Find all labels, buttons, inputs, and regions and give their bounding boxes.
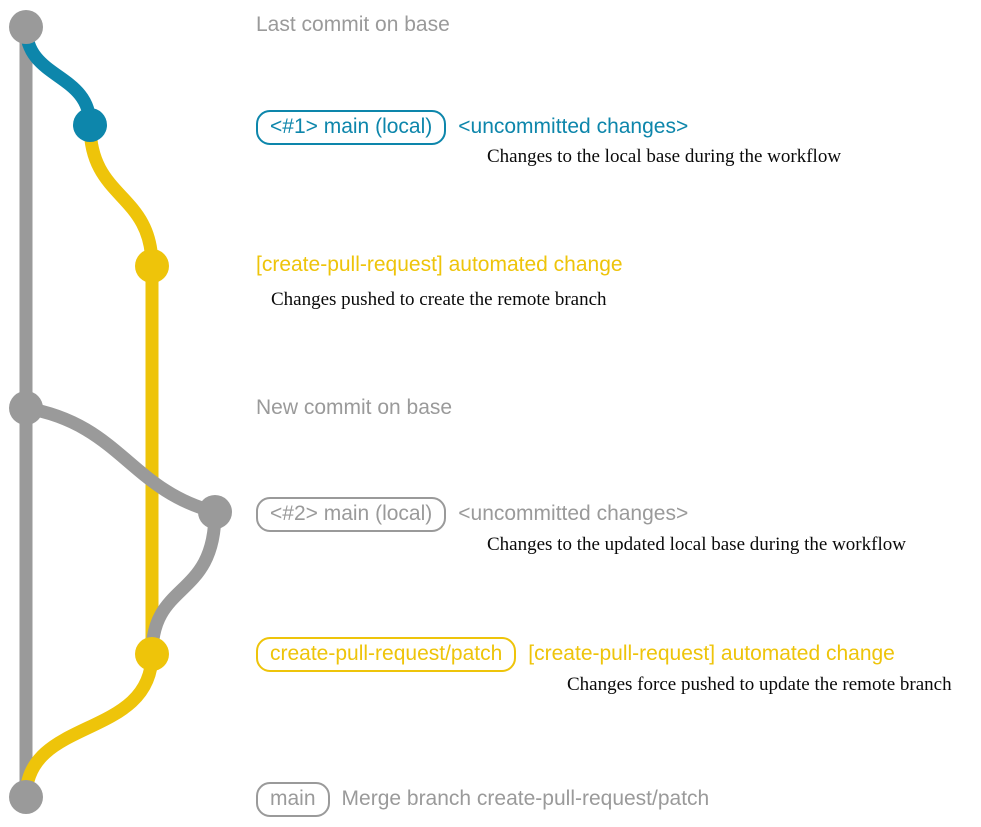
commit-row-merge: main Merge branch create-pull-request/pa…: [256, 782, 709, 817]
node-local-change-1[interactable]: [73, 108, 107, 142]
node-local-change-2[interactable]: [198, 495, 232, 529]
commit-subject: New commit on base: [256, 396, 453, 419]
commit-row-last-commit-on-base: Last commit on base: [256, 14, 450, 36]
node-merge[interactable]: [9, 780, 43, 814]
node-automated-1[interactable]: [135, 249, 169, 283]
branch-badge-main[interactable]: main: [256, 782, 330, 817]
commit-row-local-change-2: <#2> main (local) <uncommitted changes>: [256, 497, 688, 532]
commit-description: Changes to the local base during the wor…: [487, 146, 842, 167]
commit-row-local-change-1: <#1> main (local) <uncommitted changes>: [256, 110, 688, 145]
commit-subject: <uncommitted changes>: [458, 115, 689, 138]
edge-local-1-to-automated-1: [83, 118, 159, 273]
branch-badge-main-local-2[interactable]: <#2> main (local): [256, 497, 447, 532]
branch-badge-main-local-1[interactable]: <#1> main (local): [256, 110, 447, 145]
edge-base-to-local-1: [19, 20, 97, 132]
edge-local-2-to-automated-2: [145, 505, 222, 661]
commit-subject: <uncommitted changes>: [458, 502, 689, 525]
node-base-new[interactable]: [9, 391, 43, 425]
commit-subject: Merge branch create-pull-request/patch: [341, 787, 710, 810]
commit-subject: [create-pull-request] automated change: [256, 253, 623, 276]
commit-description: Changes pushed to create the remote bran…: [271, 289, 607, 310]
node-automated-2[interactable]: [135, 637, 169, 671]
commit-description: Changes force pushed to update the remot…: [567, 674, 952, 695]
branch-badge-create-pull-request-patch[interactable]: create-pull-request/patch: [256, 637, 517, 672]
edge-automated-2-to-merge: [19, 647, 159, 804]
commit-row-new-commit-on-base: New commit on base: [256, 397, 452, 419]
commit-row-automated-change-1: [create-pull-request] automated change: [256, 254, 623, 276]
commit-subject: Last commit on base: [256, 13, 450, 36]
commit-subject: [create-pull-request] automated change: [528, 642, 895, 665]
edge-base-new-to-local-2: [19, 401, 222, 519]
commit-row-automated-change-2: create-pull-request/patch [create-pull-r…: [256, 637, 895, 672]
node-base-last[interactable]: [9, 10, 43, 44]
commit-description: Changes to the updated local base during…: [487, 534, 906, 555]
